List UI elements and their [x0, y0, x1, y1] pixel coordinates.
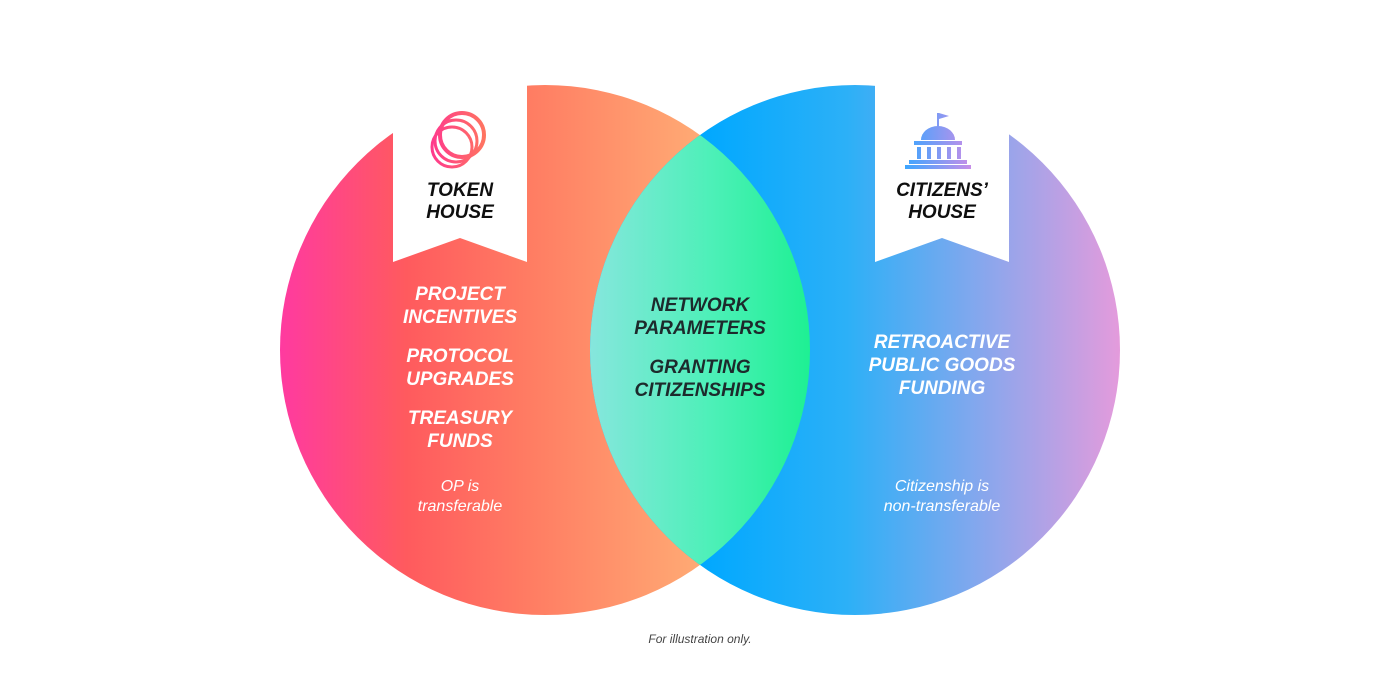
token-house-note: OP is transferable [417, 478, 503, 515]
token-house-banner [393, 40, 527, 262]
token-house-logo-icon [430, 111, 486, 169]
token-house-title: TOKEN HOUSE [426, 180, 494, 223]
token-item-protocol-upgrades: PROTOCOL UPGRADES [406, 346, 514, 390]
citizens-house-banner [875, 40, 1009, 262]
token-item-treasury-funds: TREASURY FUNDS [407, 408, 513, 452]
overlap-region [590, 85, 810, 615]
citizens-house-title: CITIZENS’ HOUSE [896, 180, 988, 223]
token-item-project-incentives: PROJECT INCENTIVES [402, 284, 518, 328]
citizens-house-note: Citizenship is non-transferable [883, 478, 1001, 515]
capitol-building-icon [905, 113, 971, 169]
shared-item-granting-citizenships: GRANTING CITIZENSHIPS [634, 357, 766, 401]
illustration-caption: For illustration only. [648, 632, 752, 646]
citizens-item-retro-funding: RETROACTIVE PUBLIC GOODS FUNDING [868, 332, 1016, 399]
shared-item-network-parameters: NETWORK PARAMETERS [634, 295, 766, 339]
